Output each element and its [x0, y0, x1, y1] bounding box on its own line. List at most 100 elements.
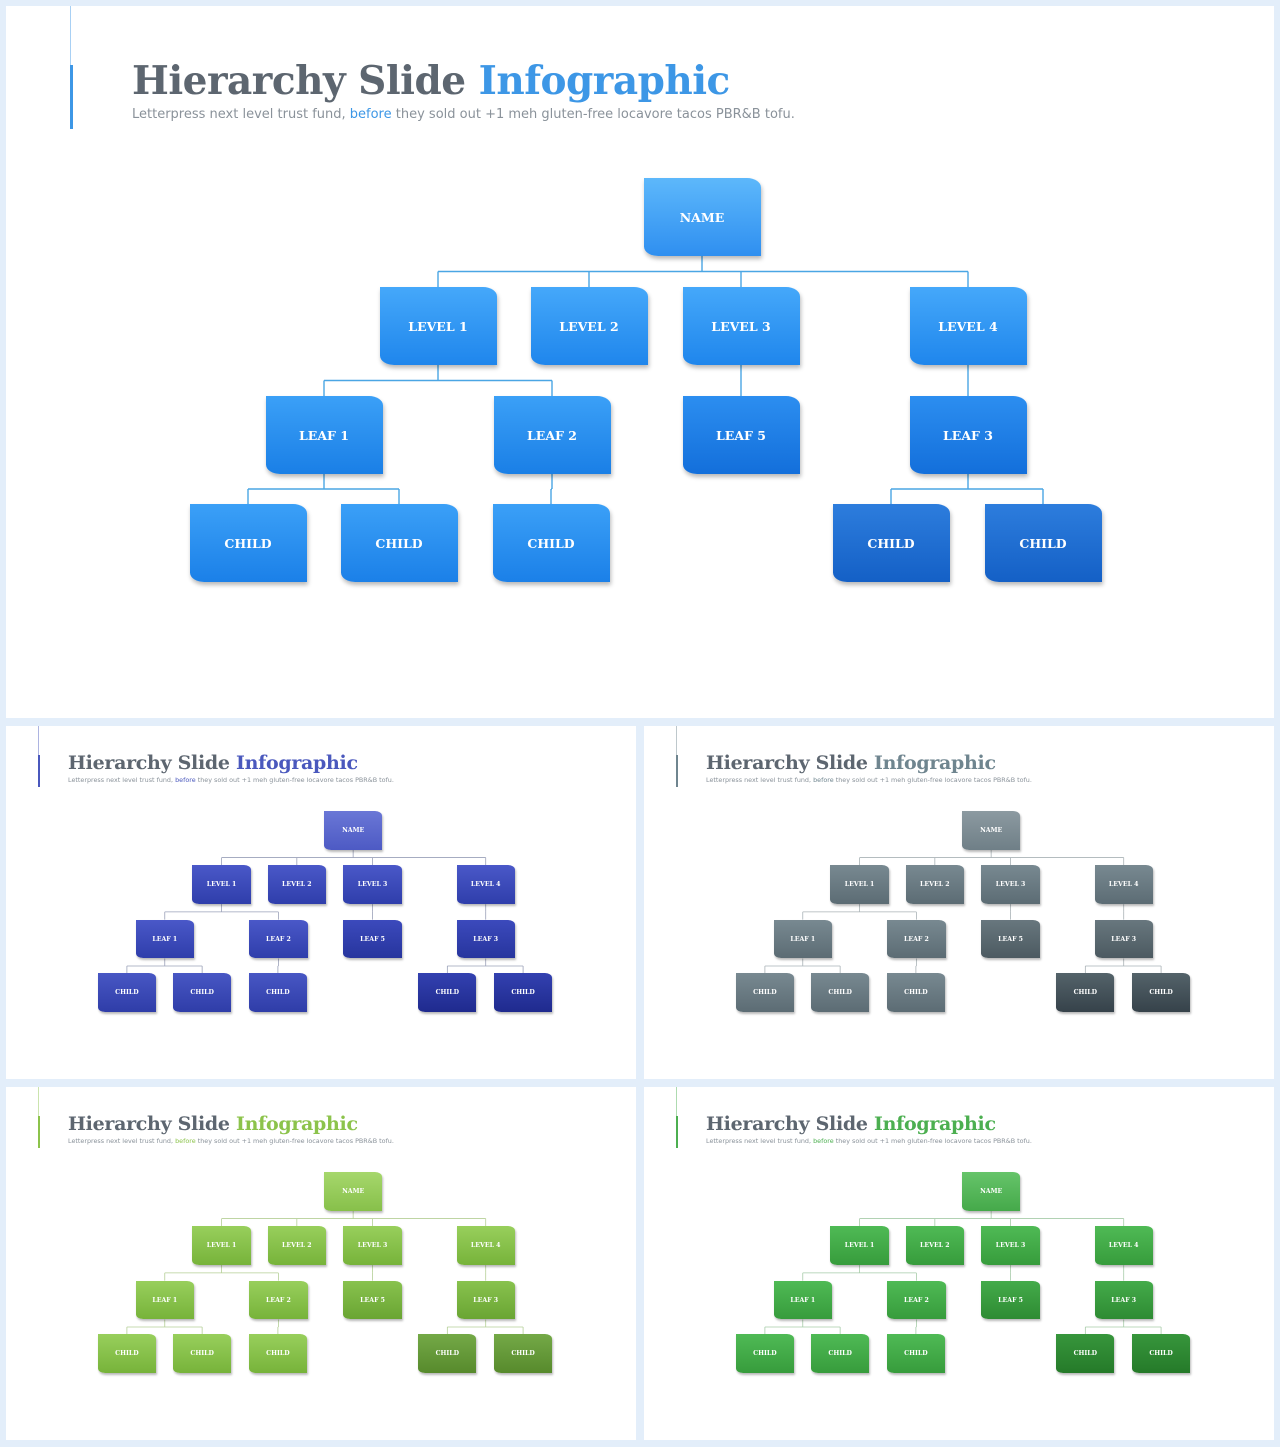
node-leaf-2: LEAF 2 [493, 396, 611, 474]
node-child-4: CHILD [1056, 1334, 1115, 1374]
node-level-4: LEVEL 4 [1094, 865, 1153, 905]
node-label: CHILD [753, 989, 777, 997]
node-level-3: LEVEL 3 [343, 865, 402, 905]
node-label: CHILD [904, 989, 928, 997]
node-level-1: LEVEL 1 [379, 287, 497, 365]
node-label: LEVEL 4 [470, 881, 501, 889]
node-child-1: CHILD [735, 973, 795, 1013]
slide-slate: Hierarchy Slide Infographic Letterpress … [644, 726, 1274, 1079]
node-leaf-2: LEAF 2 [887, 919, 946, 959]
node-label: NAME [980, 1187, 1003, 1195]
node-child-2: CHILD [810, 973, 870, 1013]
node-label: LEAF 3 [1111, 935, 1137, 943]
node-root: NAME [323, 810, 383, 850]
node-root: NAME [961, 1171, 1021, 1211]
node-label: LEVEL 3 [357, 1242, 388, 1250]
connector-lines [764, 1210, 1162, 1335]
node-leaf-3: LEAF 3 [1094, 1280, 1153, 1320]
node-label: LEAF 3 [473, 935, 499, 943]
node-level-3: LEVEL 3 [981, 1226, 1040, 1266]
node-leaf-5: LEAF 5 [343, 1280, 402, 1320]
subtitle-highlight: before [349, 107, 392, 122]
subtitle-text-before: Letterpress next level trust fund, [68, 776, 174, 784]
title-accent: Infographic [236, 1113, 358, 1135]
subtitle-text-before: Letterpress next level trust fund, [132, 107, 346, 122]
node-label: CHILD [1073, 989, 1098, 997]
node-level-1: LEVEL 1 [830, 865, 889, 905]
node-leaf-5: LEAF 5 [343, 919, 402, 959]
node-label: CHILD [904, 1350, 928, 1358]
subtitle-text-after: they sold out +1 meh gluten-free locavor… [835, 1137, 1032, 1145]
node-label: LEAF 3 [943, 427, 993, 443]
node-root: NAME [961, 810, 1021, 850]
node-root: NAME [643, 178, 761, 256]
node-label: CHILD [190, 1350, 214, 1358]
title-accent-thin-line [676, 726, 677, 755]
connector-lines [126, 849, 524, 974]
node-label: LEAF 1 [790, 935, 816, 943]
subtitle-text-before: Letterpress next level trust fund, [68, 1137, 174, 1145]
node-label: CHILD [266, 1350, 290, 1358]
node-child-3: CHILD [248, 973, 308, 1013]
title-accent: Infographic [236, 752, 358, 774]
subtitle-highlight: before [813, 776, 834, 784]
node-child-1: CHILD [735, 1334, 795, 1374]
node-label: LEVEL 3 [995, 881, 1026, 889]
node-label: LEVEL 4 [938, 318, 998, 334]
node-label: LEAF 2 [903, 935, 929, 943]
slide-indigo: Hierarchy Slide Infographic Letterpress … [6, 726, 636, 1079]
node-label: LEAF 2 [265, 1296, 291, 1304]
slide-green: Hierarchy Slide Infographic Letterpress … [644, 1087, 1274, 1440]
slide-title: Hierarchy Slide Infographic [68, 1113, 358, 1135]
node-label: CHILD [828, 1350, 852, 1358]
node-label: LEVEL 2 [282, 1242, 312, 1250]
node-level-4: LEVEL 4 [456, 1226, 515, 1266]
node-label: LEVEL 4 [470, 1242, 501, 1250]
node-level-4: LEVEL 4 [1094, 1226, 1153, 1266]
node-child-5: CHILD [493, 1334, 553, 1374]
node-leaf-1: LEAF 1 [135, 919, 194, 959]
node-label: LEAF 2 [527, 427, 577, 443]
node-child-4: CHILD [418, 1334, 477, 1374]
node-label: CHILD [115, 1350, 139, 1358]
node-label: CHILD [527, 535, 575, 551]
node-label: LEVEL 3 [357, 881, 388, 889]
node-child-4: CHILD [1056, 973, 1115, 1013]
node-level-3: LEVEL 3 [682, 287, 800, 365]
node-leaf-2: LEAF 2 [249, 1280, 308, 1320]
node-label: CHILD [266, 989, 290, 997]
node-leaf-5: LEAF 5 [981, 1280, 1040, 1320]
node-label: NAME [342, 1187, 365, 1195]
node-label: CHILD [224, 535, 272, 551]
node-leaf-5: LEAF 5 [981, 919, 1040, 959]
node-leaf-3: LEAF 3 [909, 396, 1027, 474]
slide-title: Hierarchy Slide Infographic [706, 752, 996, 774]
node-level-1: LEVEL 1 [192, 1226, 251, 1266]
node-level-1: LEVEL 1 [192, 865, 251, 905]
title-accent-thin-line [38, 726, 39, 755]
node-label: LEVEL 2 [920, 881, 950, 889]
title-main: Hierarchy Slide [68, 1113, 230, 1135]
title-accent-bar [70, 65, 73, 129]
node-level-2: LEVEL 2 [267, 865, 326, 905]
node-label: CHILD [828, 989, 852, 997]
node-level-3: LEVEL 3 [343, 1226, 402, 1266]
title-main: Hierarchy Slide [132, 58, 466, 104]
node-leaf-5: LEAF 5 [682, 396, 800, 474]
node-label: CHILD [435, 989, 460, 997]
node-label: CHILD [115, 989, 139, 997]
node-label: LEVEL 1 [206, 1242, 237, 1250]
title-accent-thin-line [676, 1087, 677, 1116]
node-level-3: LEVEL 3 [981, 865, 1040, 905]
node-level-2: LEVEL 2 [905, 865, 964, 905]
node-label: LEVEL 3 [711, 318, 771, 334]
title-accent-bar [676, 1116, 678, 1148]
hierarchy-chart: NAME LEVEL 1 LEVEL 2 LEVEL 3 LEVEL 4 LEAF 1 LE… [94, 808, 553, 1013]
title-accent: Infographic [874, 752, 996, 774]
title-accent-bar [38, 1116, 40, 1148]
title-accent: Infographic [874, 1113, 996, 1135]
node-label: LEAF 1 [152, 1296, 178, 1304]
hierarchy-chart: NAME LEVEL 1 LEVEL 2 LEVEL 3 LEVEL 4 LEAF 1 LE… [732, 808, 1191, 1013]
